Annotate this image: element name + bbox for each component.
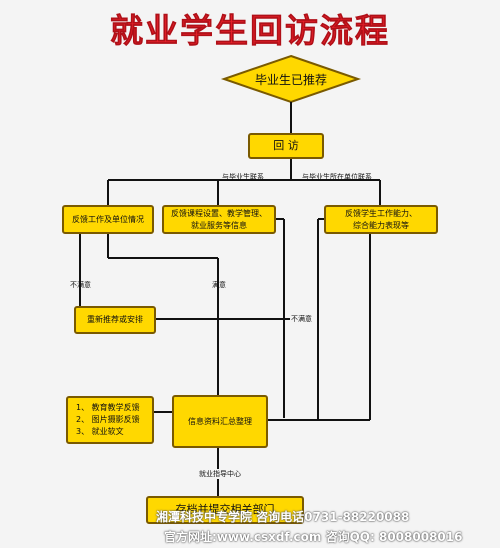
info-list-item-2: 2、 图片摄影反馈 [76, 415, 140, 424]
feedback-course-node: 反馈课程设置、教学管理、 就业服务等信息 [162, 205, 276, 234]
info-list-item-3: 3、 就业软文 [76, 427, 124, 436]
label-contact-grad: 与毕业生联系 [222, 173, 264, 181]
page-title: 就业学生回访流程 [110, 11, 390, 51]
start-node-label: 毕业生已推荐 [254, 72, 327, 87]
watermark-line-1: 湘潭科技中专学院 咨询电话0731-88220088 [156, 510, 410, 524]
feedback-course-line-1: 反馈课程设置、教学管理、 [171, 208, 267, 218]
visit-node: 回 访 [248, 133, 324, 159]
recommend-label: 重新推荐或安排 [87, 315, 143, 324]
feedback-course-line-2: 就业服务等信息 [191, 220, 247, 230]
feedback-ability-line-2: 综合能力表现等 [353, 220, 409, 230]
label-center: 就业指导中心 [198, 469, 242, 479]
label-contact-unit: 与毕业生所在单位联系 [302, 173, 372, 181]
watermark-line-2: 官方网址:www.csxdf.com 咨询QQ: 8008008016 [164, 530, 463, 544]
archive-label: 存档并提交相关部门 [175, 503, 275, 516]
summary-node: 信息资料汇总整理 [172, 395, 268, 448]
feedback-ability-line-1: 反馈学生工作能力、 [345, 208, 417, 218]
visit-node-label: 回 访 [273, 139, 299, 152]
label-unsatisfied-left: 不满意 [70, 281, 91, 289]
feedback-work-node: 反馈工作及单位情况 [62, 205, 154, 234]
summary-label: 信息资料汇总整理 [188, 416, 252, 426]
feedback-ability-node: 反馈学生工作能力、 综合能力表现等 [324, 205, 438, 234]
info-list-item-1: 1、 教育教学反馈 [76, 403, 140, 412]
label-unsatisfied-right: 不满意 [290, 314, 313, 324]
recommend-node: 重新推荐或安排 [74, 306, 156, 334]
label-satisfied: 满意 [212, 281, 226, 289]
archive-node: 存档并提交相关部门 [146, 496, 304, 524]
info-list-node: 1、 教育教学反馈 2、 图片摄影反馈 3、 就业软文 [66, 396, 154, 444]
feedback-work-label: 反馈工作及单位情况 [72, 214, 144, 224]
